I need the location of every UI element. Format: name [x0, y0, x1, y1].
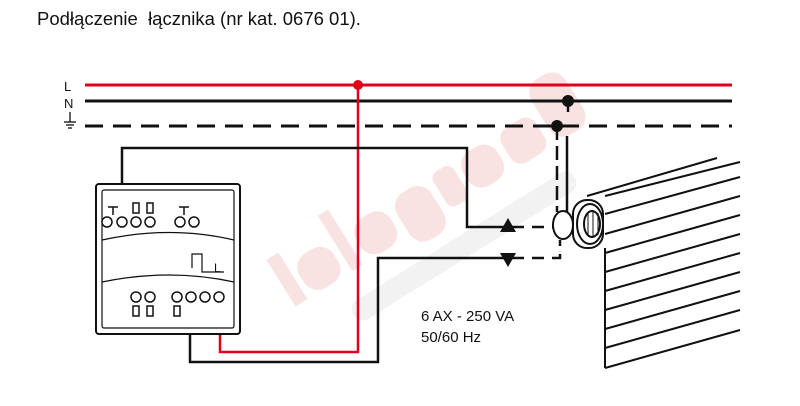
up-arrow-icon	[500, 218, 516, 232]
switch-terminal-label: L	[214, 261, 221, 275]
label-neutral: N	[64, 96, 73, 111]
watermark	[266, 72, 586, 321]
down-wire	[188, 256, 492, 364]
roller-shutter	[586, 157, 741, 369]
roller-shutter-motor	[552, 199, 604, 249]
diagram-title: Podłączenie łącznika (nr kat. 0676 01).	[37, 8, 361, 29]
earth-icon	[64, 112, 76, 129]
rating-frequency: 50/60 Hz	[421, 329, 481, 346]
rating-power: 6 AX - 250 VA	[421, 308, 514, 325]
label-live: L	[64, 79, 71, 94]
up-wire	[120, 146, 492, 229]
watermark-shop-mark	[351, 171, 577, 321]
down-arrow-icon	[500, 253, 516, 267]
down-wire-dashed	[492, 240, 562, 260]
watermark-brand-mark	[266, 72, 586, 307]
switch-module	[95, 183, 241, 335]
